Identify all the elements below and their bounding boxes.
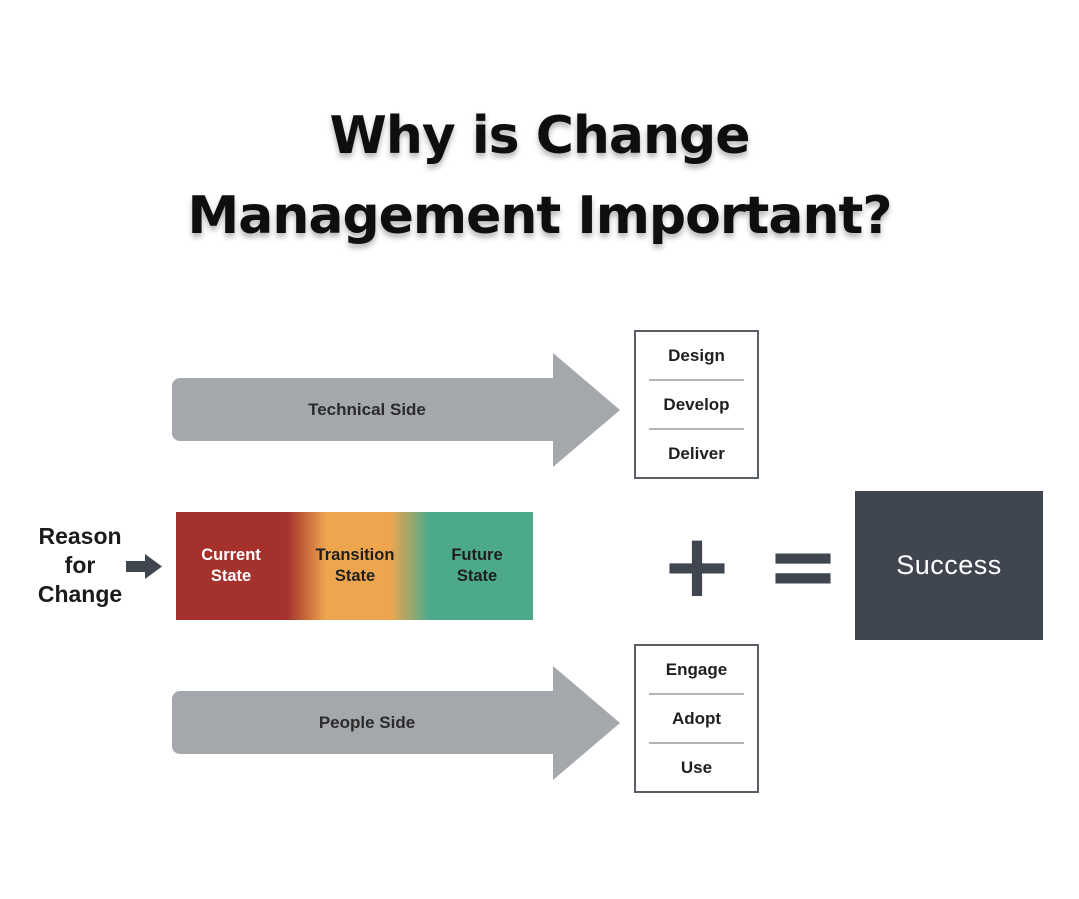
right-arrow-icon bbox=[126, 553, 162, 580]
page-title: Why is Change Management Important? bbox=[0, 96, 1079, 256]
people-steps-box: Engage Adopt Use bbox=[634, 644, 759, 793]
reason-for-change-label: Reason for Change bbox=[37, 523, 123, 607]
step-divider bbox=[649, 428, 744, 430]
technical-arrow-head-icon bbox=[553, 353, 620, 467]
step-divider bbox=[649, 693, 744, 695]
state-label-transition: Transition State bbox=[315, 546, 395, 585]
step-item: Develop bbox=[663, 394, 730, 414]
people-arrow: People Side bbox=[172, 691, 562, 754]
state-label-current: Current State bbox=[201, 546, 261, 585]
plus-sign: + bbox=[660, 514, 734, 617]
title-line-1: Why is Change bbox=[329, 106, 750, 166]
success-box: Success bbox=[855, 491, 1043, 640]
title-line-2: Management Important? bbox=[187, 186, 893, 246]
success-label: Success bbox=[896, 550, 1002, 580]
step-divider bbox=[649, 742, 744, 744]
step-item: Deliver bbox=[668, 443, 725, 463]
people-arrow-head-icon bbox=[553, 666, 620, 780]
technical-arrow: Technical Side bbox=[172, 378, 562, 441]
step-item: Engage bbox=[665, 659, 728, 679]
technical-steps-box: Design Develop Deliver bbox=[634, 330, 759, 479]
state-bar: Current State Transition State Future St… bbox=[176, 512, 533, 620]
people-arrow-label: People Side bbox=[318, 712, 416, 732]
state-label-future: Future State bbox=[451, 546, 503, 585]
step-divider bbox=[649, 379, 744, 381]
equals-sign: = bbox=[766, 514, 840, 617]
step-item: Design bbox=[668, 345, 725, 365]
technical-arrow-label: Technical Side bbox=[308, 399, 426, 419]
step-item: Adopt bbox=[671, 708, 722, 728]
step-item: Use bbox=[680, 757, 713, 777]
